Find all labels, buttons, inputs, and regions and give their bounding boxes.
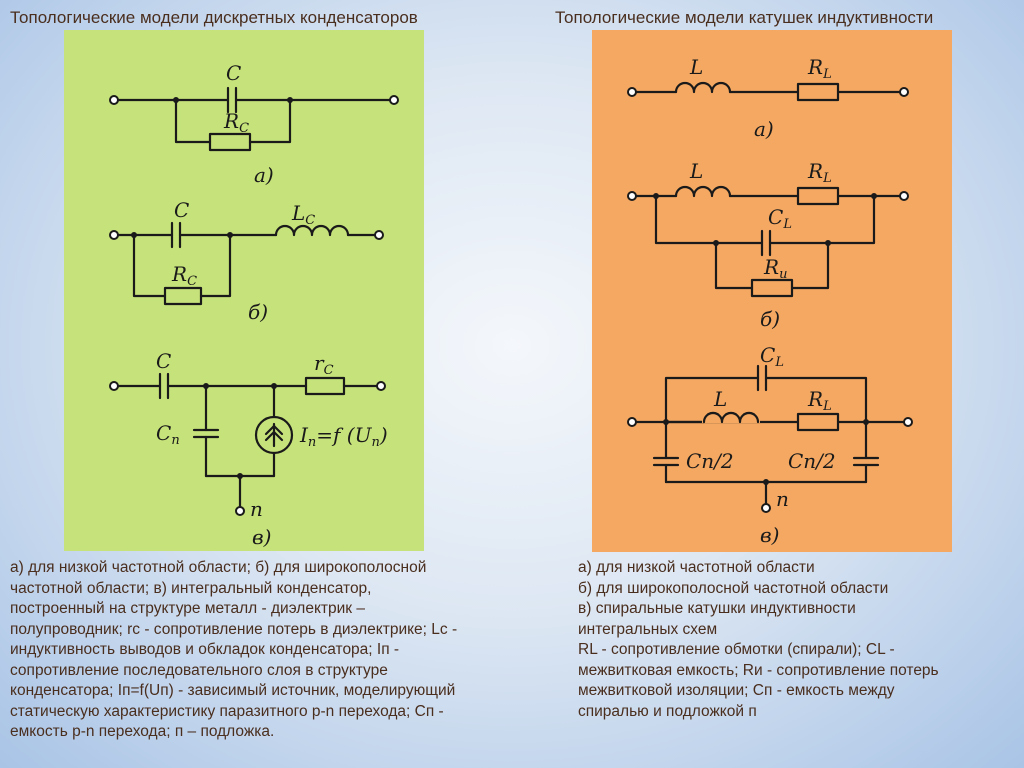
label-c-cp: Cп: [156, 421, 180, 448]
caption-line: конденсатора; Iп=f(Uп) - зависимый источ…: [10, 682, 456, 699]
label-b-c: C: [174, 198, 189, 222]
caption-line: RL - сопротивление обмотки (спирали); CL…: [578, 641, 895, 658]
inductor-models-panel: L RL а) L RL CL Rи б): [592, 30, 952, 552]
label-a-rl: RL: [807, 55, 832, 82]
label-c-cp-left: Cп/2: [686, 449, 734, 473]
caption-line: б) для широкополосной частотной области: [578, 579, 889, 597]
caption-line: статическую характеристику паразитного p…: [10, 702, 444, 720]
caption-line: сопротивление последовательного слоя в с…: [10, 661, 388, 679]
label-c-letter: в): [760, 523, 779, 547]
label-b-letter: б): [248, 300, 268, 324]
caption-line: в) спиральные катушки индуктивности: [578, 600, 856, 617]
inductor-circuit-a: L RL а): [627, 55, 909, 141]
right-caption: а) для низкой частотной области б) для ш…: [578, 558, 1018, 722]
caption-line: межвитковой изоляции; Cп - емкость между: [578, 682, 895, 699]
capacitor-models-panel: C RC а) C LC RC б): [64, 30, 424, 551]
capacitor-circuit-c: C rC Cп Iп=f (Uп) п в): [109, 349, 388, 549]
label-a-letter: а): [754, 117, 774, 141]
caption-line: межвитковая емкость; Rи - сопротивление …: [578, 661, 939, 679]
label-b-cl: CL: [768, 205, 792, 232]
inductor-circuit-b: L RL CL Rи б): [627, 159, 909, 331]
label-b-rc: RC: [171, 262, 197, 289]
caption-line: емкость p-n перехода; п – подложка.: [10, 723, 275, 740]
label-c-c: C: [156, 349, 171, 373]
label-c-ip: Iп=f (Uп): [299, 423, 388, 450]
label-a-rc: RC: [223, 109, 249, 136]
caption-line: индуктивность выводов и обкладок конденс…: [10, 641, 400, 658]
caption-line: спиралью и подложкой п: [578, 702, 757, 720]
label-b-letter: б): [760, 307, 780, 331]
label-c-letter: в): [252, 525, 271, 549]
panel-background: [64, 30, 424, 551]
label-c-rl: RL: [807, 387, 832, 414]
caption-line: интегральных схем: [578, 620, 718, 638]
label-a-l: L: [689, 55, 703, 79]
label-c-substrate: п: [250, 497, 263, 521]
label-c-cl: CL: [760, 343, 784, 370]
label-b-lc: LC: [291, 201, 315, 228]
label-c-l: L: [713, 387, 727, 411]
inductor-circuit-c: CL L RL Cп/2 Cп/2 п в): [627, 343, 913, 547]
capacitor-circuit-b: C LC RC б): [109, 198, 384, 324]
caption-line: а) для низкой частотной области; б) для …: [10, 559, 427, 576]
label-b-rl: RL: [807, 159, 832, 186]
panel-background: [592, 30, 952, 552]
label-c-rc: rC: [314, 351, 334, 378]
caption-line: частотной области; в) интегральный конде…: [10, 579, 372, 597]
capacitor-circuit-a: C RC а): [109, 61, 399, 187]
label-b-ri: Rи: [763, 255, 787, 282]
left-caption: а) для низкой частотной области; б) для …: [10, 558, 560, 743]
label-a-letter: а): [254, 163, 274, 187]
label-a-c: C: [226, 61, 241, 85]
left-title: Топологические модели дискретных конденс…: [10, 8, 418, 27]
label-c-substrate: п: [776, 487, 789, 511]
caption-line: построенный на структуре металл - диэлек…: [10, 600, 365, 617]
label-b-l: L: [689, 159, 703, 183]
caption-line: а) для низкой частотной области: [578, 559, 815, 576]
caption-line: полупроводник; rс - сопротивление потерь…: [10, 620, 458, 638]
right-title: Топологические модели катушек индуктивно…: [555, 8, 934, 27]
label-c-cp-right: Cп/2: [788, 449, 836, 473]
